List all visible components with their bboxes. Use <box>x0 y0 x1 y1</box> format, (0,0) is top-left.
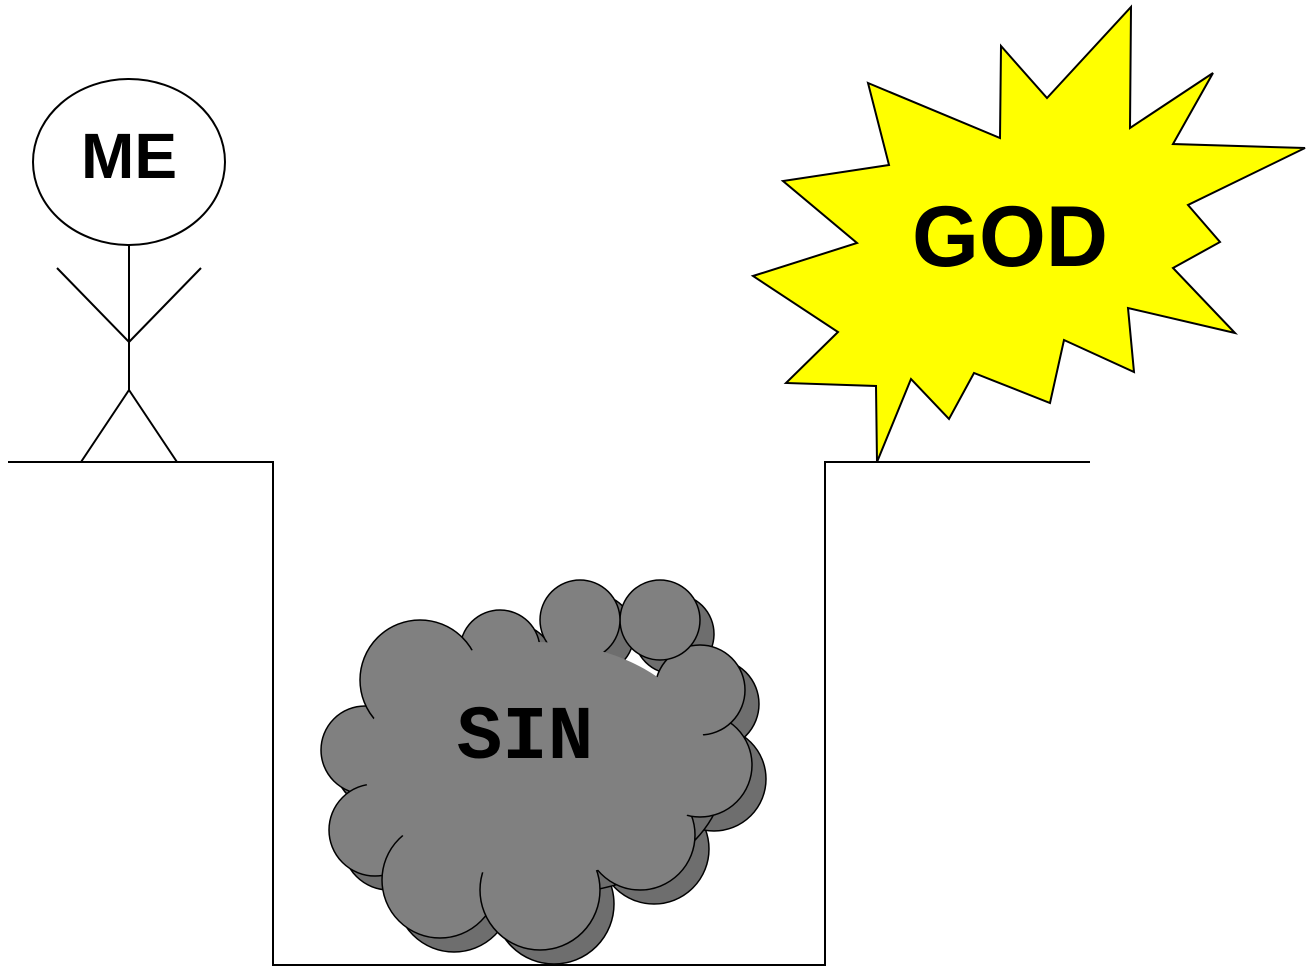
me-figure: ME <box>33 79 225 462</box>
me-legs <box>81 390 177 462</box>
god-burst: GOD <box>753 7 1305 462</box>
sin-label: SIN <box>457 695 594 781</box>
me-left-arm <box>57 268 129 342</box>
god-label: GOD <box>912 189 1108 285</box>
me-label: ME <box>81 120 177 192</box>
me-right-arm <box>129 268 201 342</box>
sin-cloud: SIN <box>321 580 766 964</box>
